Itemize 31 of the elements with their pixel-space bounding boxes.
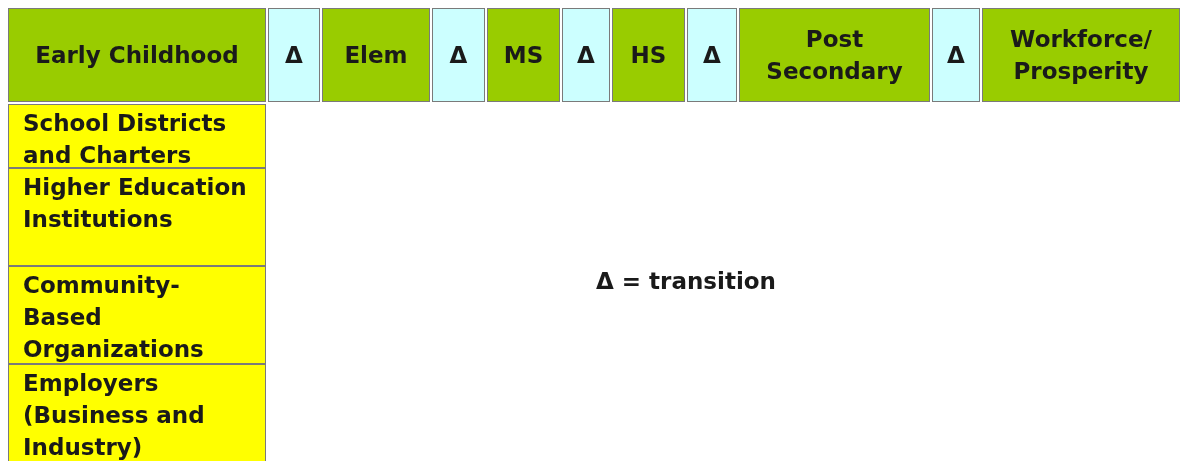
transition-cell <box>432 8 485 102</box>
row-heading: Community-Based Organizations <box>23 271 205 364</box>
row-header-cell <box>8 104 266 168</box>
delta-symbol: Δ <box>449 41 468 70</box>
delta-symbol: Δ <box>577 41 595 70</box>
transition-cell <box>268 8 320 102</box>
delta-symbol: Δ <box>947 41 965 70</box>
header-cell <box>982 8 1180 102</box>
header-cell <box>487 8 560 102</box>
delta-symbol: Δ <box>285 41 303 70</box>
column-heading: MS <box>503 41 544 70</box>
header-cell <box>322 8 430 102</box>
column-heading: Workforce/ Prosperity <box>1009 25 1153 86</box>
transition-cell <box>932 8 980 102</box>
delta-symbol: Δ <box>703 41 721 70</box>
row-heading: Higher Education Institutions <box>23 173 248 234</box>
column-heading: Elem <box>344 41 408 70</box>
row-header-cell <box>8 364 266 461</box>
row-heading: Employers (Business and Industry) <box>23 369 206 461</box>
column-heading: HS <box>630 41 667 70</box>
header-cell <box>612 8 685 102</box>
row-header-cell <box>8 266 266 364</box>
column-heading: Post Secondary <box>765 25 904 86</box>
header-cell <box>8 8 266 102</box>
header-cell <box>739 8 930 102</box>
transition-cell <box>687 8 737 102</box>
row-heading: School Districts and Charters <box>23 109 228 170</box>
column-heading: Early Childhood <box>35 41 239 70</box>
row-header-cell <box>8 168 266 266</box>
legend-note: Δ = transition <box>596 268 776 294</box>
transition-cell <box>562 8 610 102</box>
